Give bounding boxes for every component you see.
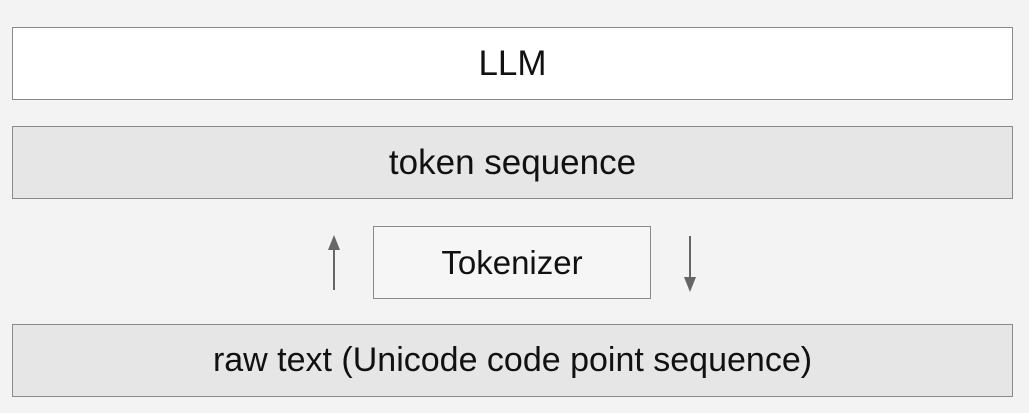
down-arrow-icon — [684, 236, 696, 292]
up-arrow-icon — [328, 235, 340, 290]
raw-text-label: raw text (Unicode code point sequence) — [212, 341, 813, 379]
token-sequence-layer: token sequence — [12, 126, 1013, 199]
llm-label: LLM — [478, 43, 547, 83]
llm-layer: LLM — [12, 27, 1013, 100]
tokenizer-label: Tokenizer — [441, 243, 583, 281]
raw-text-layer: raw text (Unicode code point sequence) — [12, 324, 1013, 397]
tokenizer-box: Tokenizer — [373, 226, 651, 299]
token-sequence-label: token sequence — [388, 142, 637, 182]
